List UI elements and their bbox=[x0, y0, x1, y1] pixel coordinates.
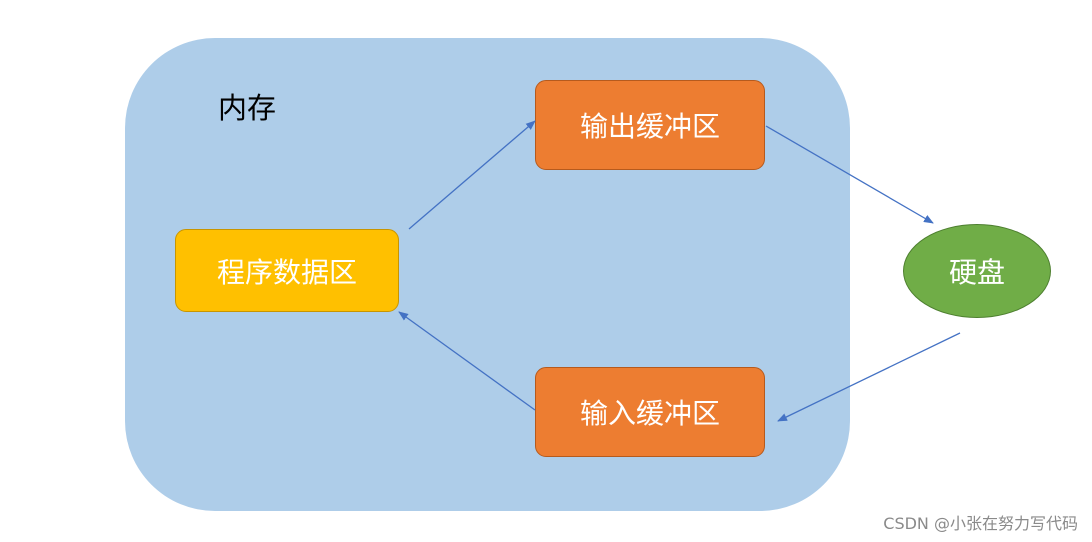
output-buffer-label: 输出缓冲区 bbox=[579, 110, 720, 143]
program-data-area-label: 程序数据区 bbox=[216, 255, 357, 289]
output-buffer-box: 输出缓冲区 bbox=[535, 80, 765, 170]
input-buffer-box: 输入缓冲区 bbox=[535, 367, 765, 457]
hard-disk-label: 硬盘 bbox=[948, 256, 1005, 289]
program-data-area-box: 程序数据区 bbox=[175, 229, 399, 312]
csdn-watermark: CSDN @小张在努力写代码 bbox=[883, 514, 1078, 533]
input-buffer-label: 输入缓冲区 bbox=[579, 397, 720, 430]
hard-disk-ellipse: 硬盘 bbox=[903, 224, 1051, 318]
memory-label: 内存 bbox=[218, 91, 277, 125]
